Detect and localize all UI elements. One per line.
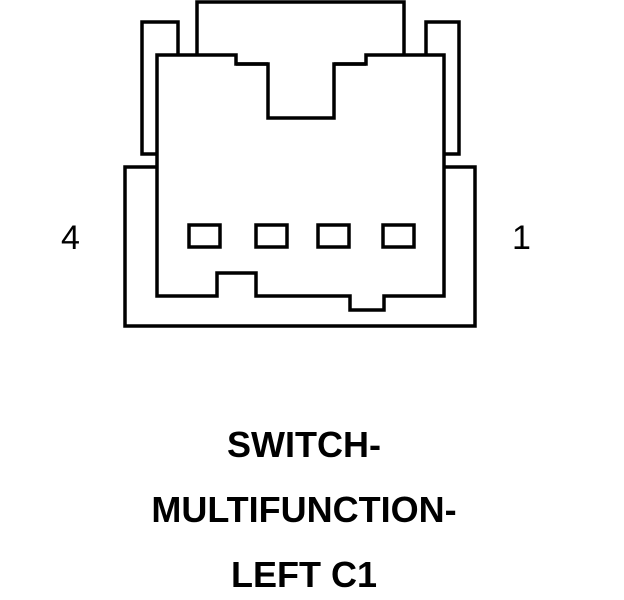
connector-title-line-1: SWITCH- bbox=[227, 424, 381, 465]
pin-cavity-4 bbox=[187, 223, 222, 249]
connector-face-icon bbox=[123, 0, 477, 328]
connector-title-line-3: LEFT C1 bbox=[230, 554, 377, 595]
pin-cavity-1 bbox=[381, 223, 416, 249]
pin-label-4: 4 bbox=[61, 219, 80, 257]
connector-shroud bbox=[123, 165, 477, 328]
pin-label-1: 1 bbox=[512, 219, 531, 257]
connector-body bbox=[155, 53, 446, 312]
left-latch-post bbox=[140, 20, 180, 156]
pin-cavity-3 bbox=[254, 223, 289, 249]
pin-cavity-2 bbox=[316, 223, 351, 249]
right-latch-post bbox=[424, 20, 461, 156]
locking-tab bbox=[195, 0, 406, 55]
connector-title-line-2: MULTIFUNCTION- bbox=[151, 489, 457, 530]
